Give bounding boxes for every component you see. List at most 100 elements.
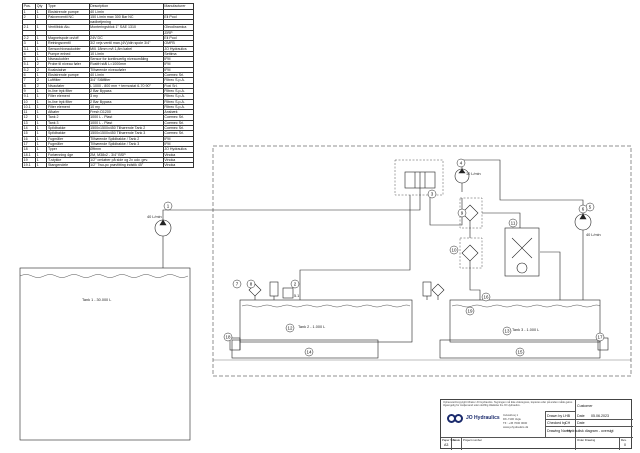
balloon-4: 4 (460, 161, 463, 166)
cooler-11 (504, 227, 540, 277)
bom-cell-manufacturer: Filtrec S.p.A. (162, 87, 195, 95)
bom-cell-manufacturer: Coemec Srl. (162, 72, 195, 79)
balloon-19: 19 (467, 309, 473, 314)
checked-by-label: Checked by (547, 421, 566, 425)
level-probe-label: 5.1 (294, 294, 299, 298)
customer-label: Customer (577, 404, 593, 408)
bom-cell-manufacturer: Vinoka (162, 162, 195, 169)
balloon-11: 11 (511, 221, 516, 226)
balloon-15: 15 (517, 350, 523, 355)
balloon-1-circle (163, 201, 173, 211)
balloon-16: 16 (483, 295, 489, 300)
balloon-8: 8 (250, 282, 253, 287)
company-web: www.johydraulics.dk (503, 425, 529, 429)
revision-label: Rev. (621, 438, 627, 442)
bom-header-row: Pos. Qty Type Description Manufacturer (21, 3, 195, 10)
balloon-18: 18 (225, 335, 231, 340)
balloon-12-circle (285, 323, 295, 333)
tank-3 (449, 299, 601, 343)
bom-cell-type: Pakverventil NC (46, 13, 90, 21)
balloon-3: 3 (431, 192, 434, 197)
bom-cell-type: Retningsventil (46, 40, 90, 47)
bom-cell-qty: 1 (35, 162, 48, 169)
address-line-2: DK-7100 Vejle (503, 417, 521, 421)
bom-cell-type: Forlænning 4ge (46, 151, 90, 158)
bom-cell-manufacturer: Filtrec S.p.A. (162, 77, 195, 84)
date-label: Date (577, 414, 585, 418)
bom-cell-manufacturer: JO Hydraulics (162, 146, 195, 153)
tank-3-label: Tank 3 - 1.000 L (512, 328, 539, 332)
scale-label: Scale (453, 438, 460, 442)
balloon-13: 13 (504, 329, 510, 334)
paper-size-value: A3 (444, 443, 449, 447)
balloon-9-circle (457, 208, 467, 218)
level-sensor-8-right (422, 281, 432, 297)
balloon-9: 9 (461, 211, 464, 216)
date-value: 05.06.2023 (591, 414, 609, 418)
tank-1 (19, 267, 191, 441)
company-name: JO Hydraulics (466, 415, 500, 421)
air-filter-7-right (431, 283, 445, 297)
tank-3-wave (451, 304, 601, 308)
balloon-14-circle (304, 347, 314, 357)
bom-cell-type: Probe til niveau føler (46, 61, 90, 68)
bom-cell-manufacturer: Coemec Srl. (162, 130, 195, 137)
level-switch-5 (282, 287, 294, 299)
valve-block-2 (394, 159, 444, 196)
balloon-7: 7 (236, 282, 239, 287)
drawn-by-value: LHB (563, 414, 570, 418)
address-line-1: Industrivej 1 (503, 413, 519, 417)
balloon-6: 6 (582, 207, 585, 212)
balloon-8-circle (246, 279, 256, 289)
filter-10 (461, 244, 479, 262)
balloon-13-circle (502, 326, 512, 336)
tank-2-label: Tank 2 - 1.000 L (298, 325, 325, 329)
bom-cell-type: Filter element (46, 93, 90, 100)
bom-cell-type: Sensor/niveaukobler (46, 45, 90, 52)
flow-label-pump-6: 40 L/min (586, 233, 601, 237)
balloon-4-circle (456, 158, 466, 168)
drawn-by-label: Drawn by (547, 414, 563, 418)
balloon-16-circle (481, 292, 491, 302)
balloon-12: 12 (287, 326, 293, 331)
balloon-19-circle (465, 306, 475, 316)
balloon-2-circle (290, 279, 300, 289)
flow-label-pump-4: 10 L/min (466, 172, 481, 176)
flow-label-pump-1: 40 L/min (147, 215, 162, 219)
bom-cell-manufacturer: JO Hydraulics (162, 45, 195, 52)
balloon-11-circle (508, 218, 518, 228)
bom-cell-manufacturer: Filtrec S.p.A. (162, 93, 195, 100)
spill-tray-15 (439, 339, 601, 359)
revision-value: 0 (624, 443, 626, 447)
bom-cell-manufacturer: Coemec Srl. (162, 114, 195, 121)
balloon-10-circle (449, 245, 459, 255)
bom-cell-manufacturer: Filtrec S.p.A. (162, 103, 195, 111)
bom-cell-type: Niveaukobler (46, 56, 90, 63)
system-frame (212, 145, 632, 377)
balloon-3-circle (427, 189, 437, 199)
bom-cell-manufacturer: Coemec Srl. (162, 125, 195, 132)
bom-cell-type: Stangendele (46, 162, 90, 169)
balloon-5: 5 (589, 205, 592, 210)
bom-cell-type: In-line tryk filter (46, 98, 90, 105)
copyright-note: Ophavsret/Copyright tilhører JO Hydrauli… (443, 401, 573, 407)
bom-cell-manufacturer: Filtrec S.p.A. (162, 98, 195, 105)
drawing-name-value: Hydraulisk diagram - oversigt (567, 429, 614, 433)
balloon-17-circle (595, 332, 605, 342)
address-line-3: Tlf.: +45 7000 0000 (503, 421, 528, 425)
leak-sensor-16 (229, 337, 241, 351)
tank-1-label: Tank 1 - 30.000 L (82, 298, 111, 302)
order-drawing-label: Order Drawing (577, 438, 596, 442)
level-sensor-8-left (269, 281, 279, 297)
